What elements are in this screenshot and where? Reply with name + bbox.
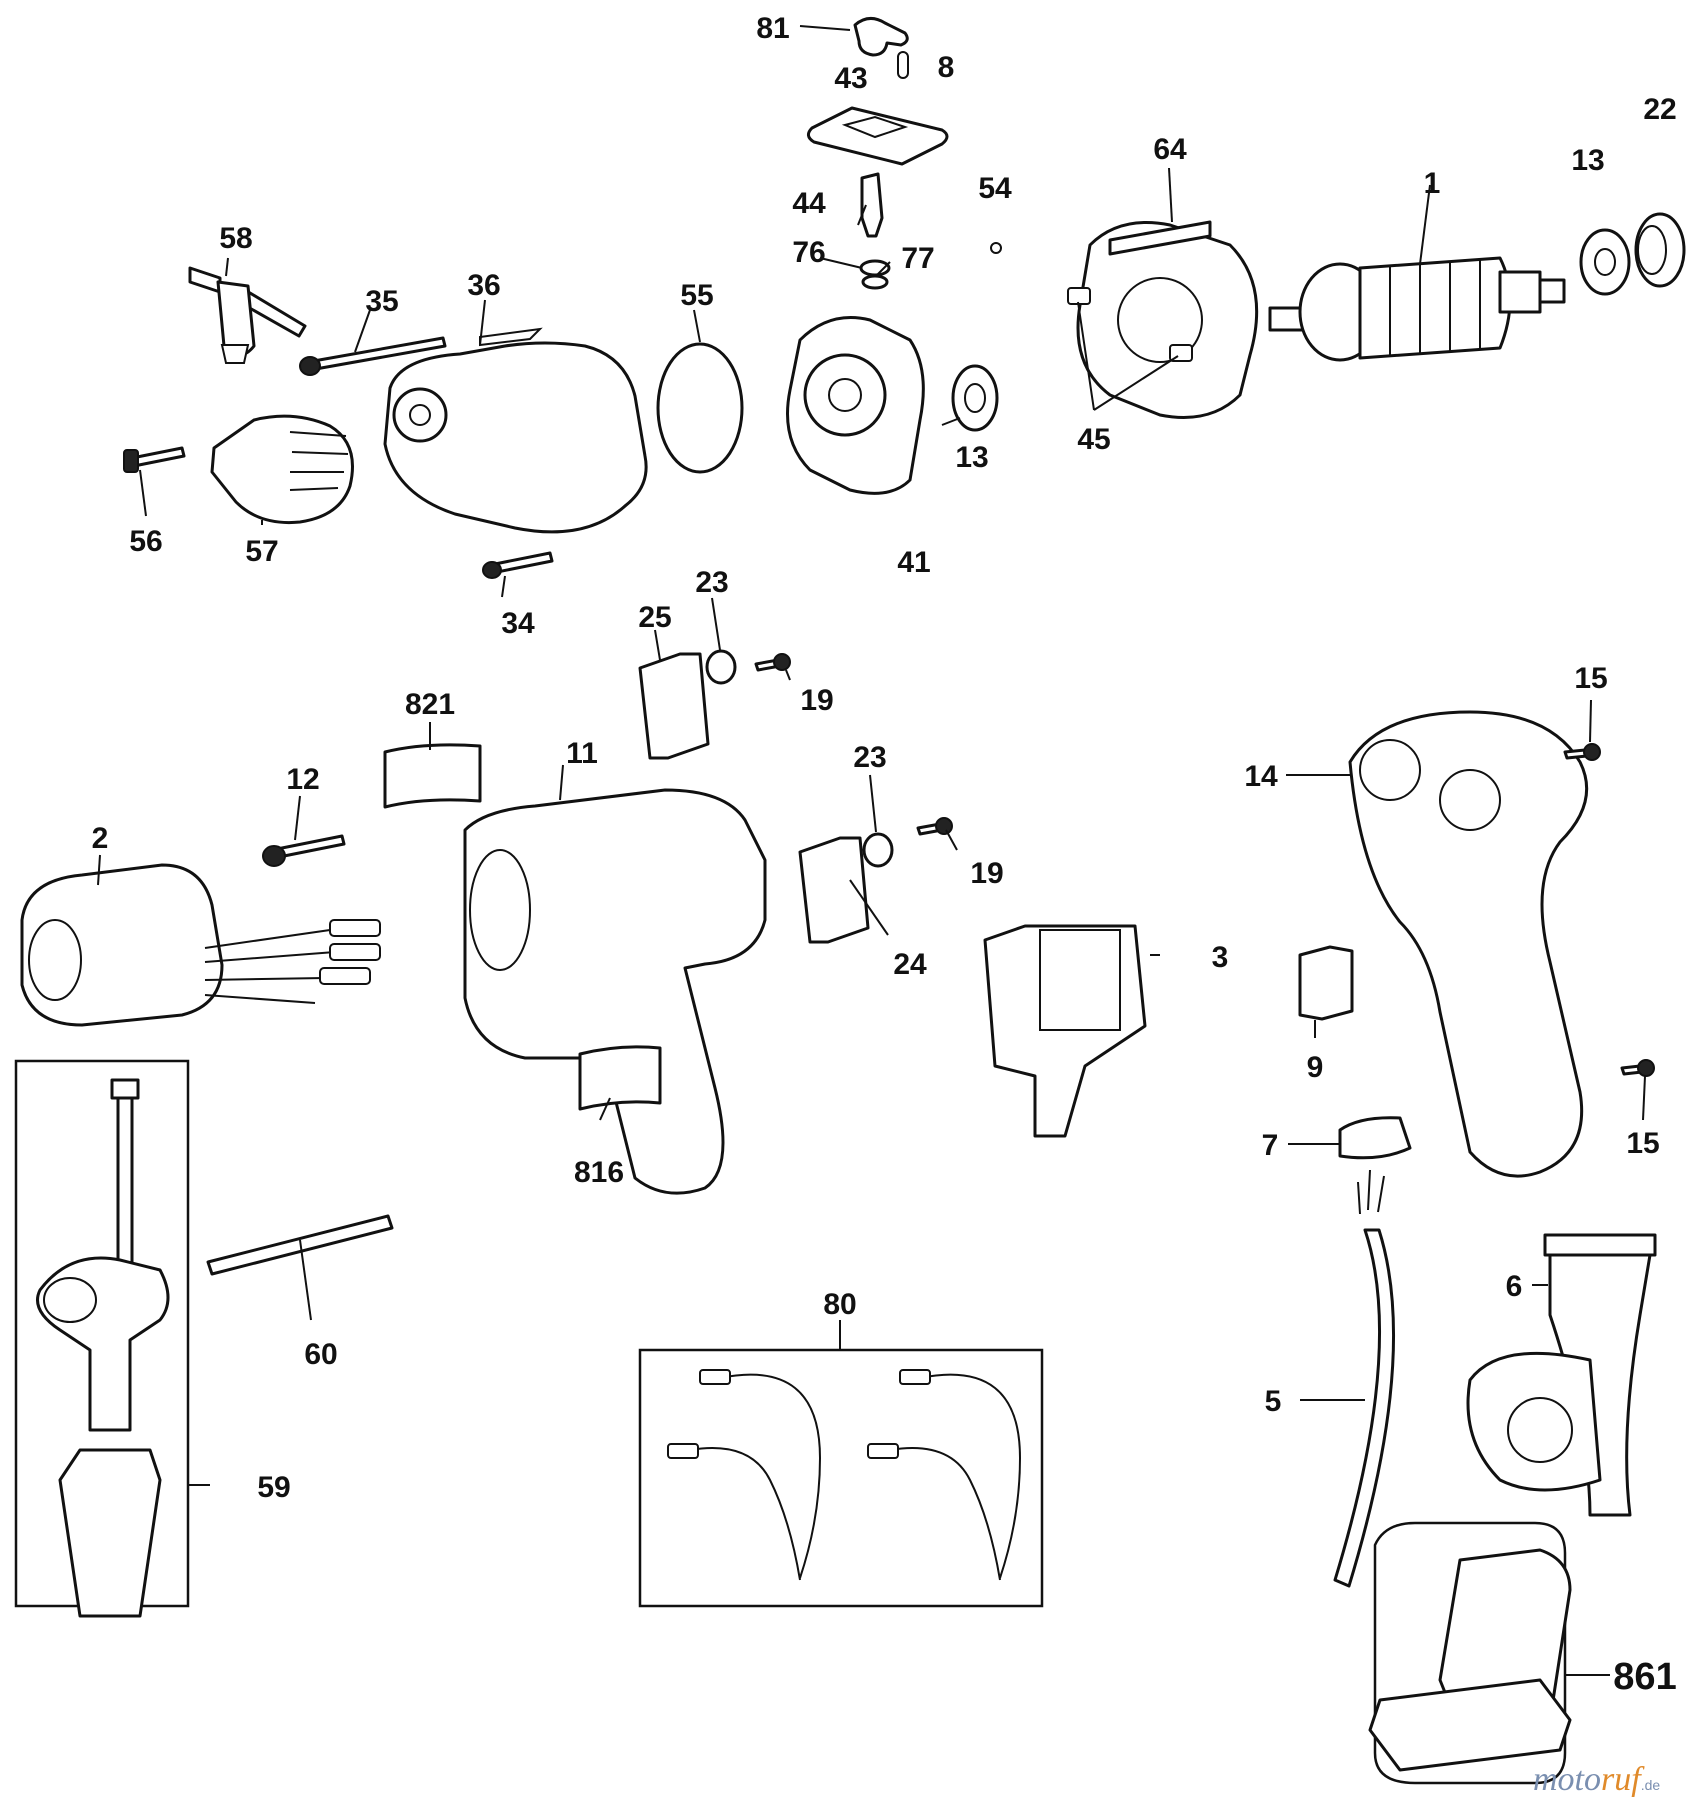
label-9: 9 [1307, 1051, 1324, 1084]
watermark-suffix: .de [1641, 1777, 1661, 1793]
label-45: 45 [1077, 423, 1110, 456]
label-2: 2 [92, 822, 109, 855]
label-19-mid: 19 [970, 857, 1003, 890]
label-56: 56 [129, 525, 162, 558]
label-41: 41 [897, 546, 930, 579]
part-15-screw-bottom [1620, 1059, 1655, 1077]
label-22: 22 [1643, 93, 1676, 126]
label-44: 44 [792, 187, 826, 220]
part-80-wire-set [638, 1348, 1044, 1608]
part-23-capacitor-top [705, 649, 737, 685]
label-59: 59 [257, 1471, 290, 1504]
label-35: 35 [365, 285, 398, 318]
part-59-side-handle [14, 1059, 190, 1618]
part-821-label [383, 743, 482, 809]
part-3-switch [983, 924, 1147, 1138]
part-55-o-ring [656, 342, 744, 474]
label-64: 64 [1153, 133, 1187, 166]
svg-text:motoruf.de: motoruf.de [1533, 1761, 1660, 1798]
label-77: 77 [901, 242, 934, 275]
part-14-handle [1348, 710, 1589, 1178]
label-3: 3 [1212, 941, 1229, 974]
part-13-bearing [1579, 228, 1631, 296]
watermark-logo: motoruf.de [1533, 1761, 1660, 1798]
label-8: 8 [938, 51, 955, 84]
part-5-cord [1333, 1169, 1396, 1588]
part-19-screw-mid [916, 817, 953, 836]
part-58-chuck-key [188, 266, 307, 364]
part-64-brush-ring [1076, 220, 1259, 419]
label-54: 54 [978, 172, 1012, 205]
watermark-part2: ruf [1601, 1761, 1645, 1798]
label-34: 34 [501, 607, 535, 640]
label-13-top: 13 [1571, 144, 1604, 177]
part-861-case [1368, 1521, 1572, 1785]
part-1-armature [1268, 256, 1566, 362]
part-44-lever [860, 172, 884, 238]
label-12: 12 [286, 763, 319, 796]
part-11-motor-housing [463, 788, 767, 1195]
label-55: 55 [680, 279, 713, 312]
part-57-chuck [210, 414, 354, 525]
part-22-cap [1634, 212, 1686, 288]
label-23-top: 23 [695, 566, 728, 599]
label-861: 861 [1613, 1656, 1676, 1698]
part-816-label [578, 1045, 662, 1111]
label-1: 1 [1424, 167, 1441, 200]
label-816: 816 [574, 1156, 624, 1189]
part-12-screw [262, 834, 346, 867]
label-13-mid: 13 [955, 441, 988, 474]
part-56-screw [123, 446, 186, 473]
part-76-77-washers [859, 259, 891, 290]
part-23-capacitor-mid [862, 832, 894, 868]
part-19-screw-top [754, 653, 791, 672]
label-5: 5 [1265, 1385, 1282, 1418]
part-54-ball [990, 242, 1002, 254]
leader-lines [97, 25, 1646, 1676]
part-25-switch-part [638, 652, 710, 760]
label-80: 80 [823, 1288, 856, 1321]
part-7-clamp [1338, 1116, 1412, 1160]
part-35-screw [299, 336, 447, 376]
part-34-screw [482, 551, 554, 579]
label-11: 11 [566, 737, 598, 770]
label-15-bottom: 15 [1626, 1127, 1659, 1160]
part-8-pin [897, 51, 909, 79]
part-24-switch-part [798, 836, 870, 944]
label-6: 6 [1506, 1270, 1523, 1303]
label-14: 14 [1244, 760, 1278, 793]
part-6-cord-guard [1466, 1233, 1657, 1517]
label-57: 57 [245, 535, 278, 568]
part-41-gear-case [786, 316, 999, 495]
part-81-knob [853, 17, 909, 57]
watermark-part1: moto [1533, 1761, 1601, 1798]
label-58: 58 [219, 222, 252, 255]
label-25: 25 [638, 601, 671, 634]
label-60: 60 [304, 1338, 337, 1371]
part-15-screw-top [1563, 743, 1601, 761]
label-19-top: 19 [800, 684, 833, 717]
part-2-field-stator [20, 863, 381, 1027]
label-7: 7 [1262, 1129, 1279, 1162]
label-36: 36 [467, 269, 500, 302]
label-23-mid: 23 [853, 741, 886, 774]
callout-labels: 81 8 43 44 76 77 54 64 1 13 22 58 35 36 … [92, 12, 1677, 1698]
label-15-top: 15 [1574, 662, 1607, 695]
part-43-plate [807, 106, 949, 166]
label-81: 81 [756, 12, 789, 45]
label-43: 43 [834, 62, 867, 95]
part-9-block [1298, 945, 1354, 1021]
part-36-gear-housing [383, 327, 648, 534]
label-76: 76 [792, 236, 825, 269]
label-821: 821 [405, 688, 455, 721]
label-24: 24 [893, 948, 927, 981]
